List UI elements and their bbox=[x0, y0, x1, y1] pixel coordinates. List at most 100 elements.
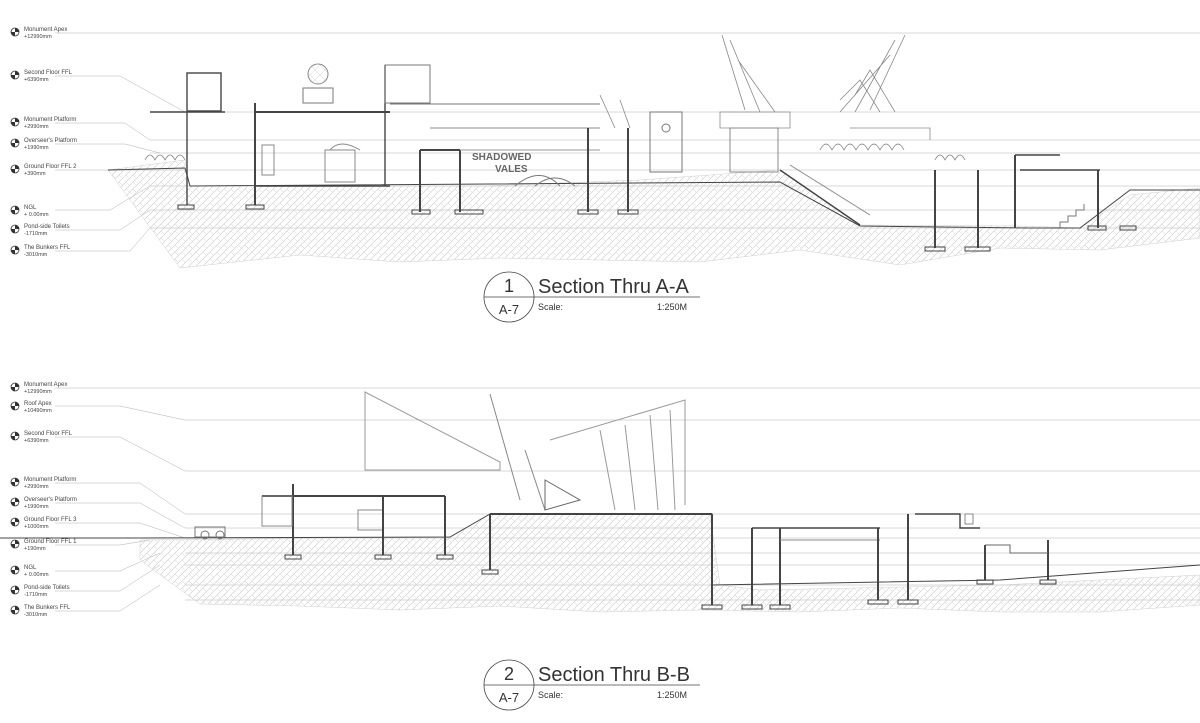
level-marker: Overseer's Platform+1990mm bbox=[10, 138, 77, 151]
level-name: Monument Platform bbox=[24, 117, 76, 123]
level-marker: Monument Apex+12990mm bbox=[10, 382, 67, 395]
scale-value: 1:250M bbox=[657, 690, 687, 700]
level-target-icon bbox=[10, 431, 20, 441]
level-marker: Roof Apex+10490mm bbox=[10, 401, 52, 414]
level-target-icon bbox=[10, 382, 20, 392]
level-name: Monument Platform bbox=[24, 477, 76, 483]
level-marker: NGL+ 0.00mm bbox=[10, 205, 49, 218]
level-value: +1990mm bbox=[24, 145, 49, 151]
level-name: NGL bbox=[24, 565, 37, 571]
section-title: Section Thru A-A bbox=[538, 276, 689, 298]
left-pavilion-a bbox=[150, 63, 431, 210]
level-name: Pond-side Toilets bbox=[24, 585, 70, 591]
level-name: The Bunkers FFL bbox=[24, 605, 71, 611]
level-target-icon bbox=[10, 497, 20, 507]
level-value: +2990mm bbox=[24, 124, 49, 130]
level-name: NGL bbox=[24, 205, 37, 211]
level-value: -3010mm bbox=[24, 252, 48, 258]
level-value: +10490mm bbox=[24, 408, 52, 414]
level-marker: Monument Apex+12990mm bbox=[10, 27, 67, 40]
ground-mass-a bbox=[107, 159, 1200, 269]
level-marker: Pond-side Toilets-1710mm bbox=[10, 224, 70, 237]
section-a-a: SHADOWED VALES Monument Apex+12990mmSeco… bbox=[10, 27, 1200, 323]
sign-text-line-2: VALES bbox=[495, 164, 528, 175]
bunkers-b bbox=[741, 513, 1057, 610]
level-name: Monument Apex bbox=[24, 382, 67, 388]
level-marker: Pond-side Toilets-1710mm bbox=[10, 585, 70, 598]
level-name: Second Floor FFL bbox=[24, 70, 73, 76]
sign-text-line-1: SHADOWED bbox=[472, 152, 531, 163]
level-value: +6390mm bbox=[24, 438, 49, 444]
scale-value: 1:250M bbox=[657, 302, 687, 312]
level-marker: Monument Platform+2990mm bbox=[10, 477, 76, 490]
level-target-icon bbox=[10, 205, 20, 215]
level-name: Ground Floor FFL 1 bbox=[24, 539, 77, 545]
level-name: Ground Floor FFL 3 bbox=[24, 517, 77, 523]
level-marker: Second Floor FFL+6390mm bbox=[10, 431, 73, 444]
level-target-icon bbox=[10, 585, 20, 595]
level-value: -3010mm bbox=[24, 612, 48, 618]
level-target-icon bbox=[10, 245, 20, 255]
level-value: +390mm bbox=[24, 171, 46, 177]
level-target-icon bbox=[10, 164, 20, 174]
level-target-icon bbox=[10, 517, 20, 527]
section-title: Section Thru B-B bbox=[538, 664, 690, 686]
section-number: 1 bbox=[504, 276, 514, 296]
level-target-icon bbox=[10, 117, 20, 127]
vegetation-a bbox=[144, 143, 966, 161]
level-marker: Ground Floor FFL 1+190mm bbox=[10, 539, 77, 552]
level-value: +2990mm bbox=[24, 484, 49, 490]
level-value: +1000mm bbox=[24, 524, 49, 530]
level-name: Overseer's Platform bbox=[24, 497, 77, 503]
level-name: The Bunkers FFL bbox=[24, 245, 71, 251]
level-marker: Monument Platform+2990mm bbox=[10, 117, 76, 130]
bunkers-a bbox=[779, 154, 1137, 252]
level-name: Monument Apex bbox=[24, 27, 67, 33]
central-monument-b bbox=[481, 393, 723, 610]
level-target-icon bbox=[10, 224, 20, 234]
level-value: -1710mm bbox=[24, 592, 48, 598]
section-number: 2 bbox=[504, 664, 514, 684]
level-value: + 0.00mm bbox=[24, 572, 49, 578]
title-block-a: 1 A-7 Section Thru A-A Scale: 1:250M bbox=[483, 271, 700, 323]
level-value: +1990mm bbox=[24, 504, 49, 510]
level-marker: The Bunkers FFL-3010mm bbox=[10, 245, 71, 258]
left-pavilion-b bbox=[194, 391, 501, 560]
level-target-icon bbox=[10, 477, 20, 487]
level-value: +190mm bbox=[24, 546, 46, 552]
level-target-icon bbox=[10, 401, 20, 411]
level-value: +6390mm bbox=[24, 77, 49, 83]
monument-fins-a bbox=[599, 34, 931, 140]
level-name: Second Floor FFL bbox=[24, 431, 73, 437]
ground-mass-b bbox=[139, 513, 1200, 613]
level-value: -1710mm bbox=[24, 231, 48, 237]
level-marker: NGL+ 0.00mm bbox=[10, 565, 49, 578]
level-name: Overseer's Platform bbox=[24, 138, 77, 144]
level-name: Ground Floor FFL 2 bbox=[24, 164, 77, 170]
level-marker: Ground Floor FFL 3+1000mm bbox=[10, 517, 77, 530]
level-marker: Ground Floor FFL 2+390mm bbox=[10, 164, 77, 177]
level-marker: The Bunkers FFL-3010mm bbox=[10, 605, 71, 618]
sheet-reference: A-7 bbox=[499, 302, 519, 317]
sheet-reference: A-7 bbox=[499, 690, 519, 705]
level-value: +12990mm bbox=[24, 389, 52, 395]
scale-label: Scale: bbox=[538, 690, 563, 700]
level-marker: Overseer's Platform+1990mm bbox=[10, 497, 77, 510]
level-target-icon bbox=[10, 70, 20, 80]
level-target-icon bbox=[10, 539, 20, 549]
level-target-icon bbox=[10, 605, 20, 615]
level-value: +12990mm bbox=[24, 34, 52, 40]
level-marker: Second Floor FFL+6390mm bbox=[10, 70, 73, 83]
level-name: Pond-side Toilets bbox=[24, 224, 70, 230]
level-target-icon bbox=[10, 27, 20, 37]
level-target-icon bbox=[10, 565, 20, 575]
level-name: Roof Apex bbox=[24, 401, 52, 407]
central-buildings-a bbox=[390, 103, 779, 215]
title-block-b: 2 A-7 Section Thru B-B Scale: 1:250M bbox=[483, 659, 700, 711]
level-value: + 0.00mm bbox=[24, 212, 49, 218]
scale-label: Scale: bbox=[538, 302, 563, 312]
